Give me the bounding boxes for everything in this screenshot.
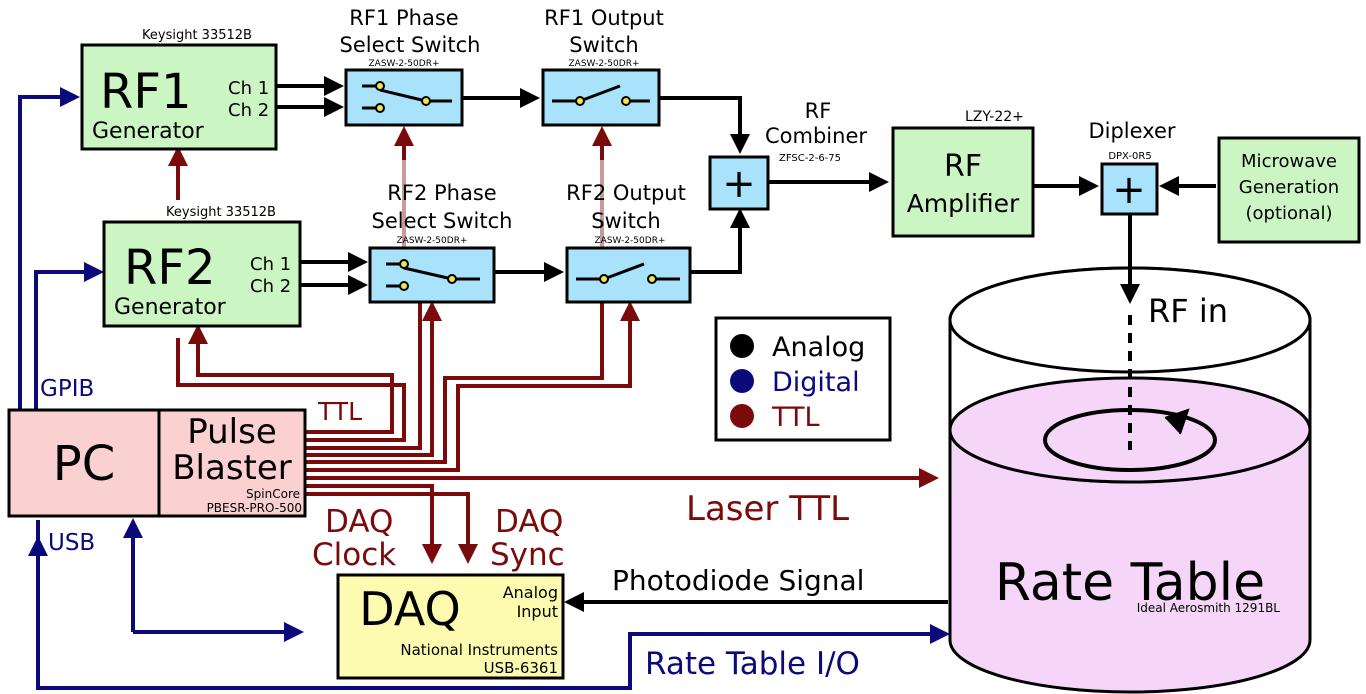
microwave-generation: Microwave Generation (optional) [1217,136,1361,244]
rf1-output-switch-part: ZASW-2-50DR+ [569,59,640,69]
rf1-output-switch-label-2: Switch [569,33,638,57]
rate-table-io-label: Rate Table I/O [645,646,860,682]
switch-icon [386,259,480,291]
gpib-label: GPIB [40,376,94,402]
daq-input-2: Input [517,602,558,621]
rf1-model: Keysight 33512B [142,28,252,43]
combiner-label-1: RF [805,99,832,123]
switch-icon [576,262,680,284]
digital-wires [18,87,950,690]
daq-clock-label-1: DAQ [325,504,393,540]
rf2-output-switch: RF2 Output Switch ZASW-2-50DR+ [565,181,692,304]
rf2-phase-switch: RF2 Phase Select Switch ZASW-2-50DR+ [368,181,513,304]
microwave-line-3: (optional) [1246,203,1333,224]
daq-clock-label-2: Clock [312,537,396,573]
diplexer-label: Diplexer [1088,119,1175,143]
microwave-line-2: Generation [1239,177,1339,198]
rf2-subtitle: Generator [114,295,227,320]
rate-table: Rate Table Ideal Aerosmith 1291BL RF in [948,266,1312,694]
legend-digital: Digital [772,367,860,398]
rf2-model: Keysight 33512B [166,205,276,220]
pulseblaster-model: PBESR-PRO-500 [207,501,302,515]
rf1-phase-switch-label-2: Select Switch [340,33,481,57]
pulseblaster: Pulse Blaster SpinCore PBESR-PRO-500 [157,408,307,518]
daq-sync-label-1: DAQ [495,504,563,540]
rf1-phase-switch-label-1: RF1 Phase [349,6,458,30]
daq-maker: National Instruments [400,641,558,659]
daq-sync-label-2: Sync [490,537,565,573]
rf-amplifier: LZY-22+ RF Amplifier [891,109,1035,238]
rf1-output-switch-label-1: RF1 Output [544,6,664,30]
amplifier-line-2: Amplifier [907,189,1020,218]
analog-wires [276,76,1216,612]
rf2-ch1: Ch 1 [250,254,291,275]
diplexer: Diplexer DPX-0R5 + [1088,119,1176,216]
rf1-phase-switch-part: ZASW-2-50DR+ [369,59,440,69]
analog-legend-swatch [730,334,754,358]
rate-table-model: Ideal Aerosmith 1291BL [1137,601,1281,615]
rf2-generator: RF2 Generator Ch 1 Ch 2 Keysight 33512B [102,205,302,328]
amplifier-part: LZY-22+ [965,109,1024,125]
pulseblaster-line-1: Pulse [187,412,277,452]
rf-combiner: RF Combiner ZFSC-2-6-75 + [708,99,867,211]
daq: DAQ Analog Input National Instruments US… [336,573,565,680]
daq-label: DAQ [359,582,460,636]
combiner-label-2: Combiner [765,124,867,148]
rf1-subtitle: Generator [92,119,205,144]
diplexer-part: DPX-0R5 [1108,151,1151,162]
rf2-output-switch-part: ZASW-2-50DR+ [595,236,666,246]
legend-ttl: TTL [771,402,820,433]
rf2-phase-switch-label-1: RF2 Phase [387,181,496,205]
ttl-wires [168,126,939,564]
usb-label: USB [48,530,95,556]
pc: PC [7,408,161,518]
pulseblaster-line-2: Blaster [172,448,292,488]
plus-icon: + [722,161,756,207]
switch-icon [362,81,452,113]
rf1-output-switch: RF1 Output Switch ZASW-2-50DR+ [541,6,664,127]
rf2-title: RF2 [124,240,216,296]
rf1-generator: RF1 Generator Ch 1 Ch 2 Keysight 33512B [80,28,278,151]
rf2-ch2: Ch 2 [250,276,291,297]
laser-ttl-label: Laser TTL [686,489,849,529]
rf1-title: RF1 [100,64,192,120]
rf1-ch2: Ch 2 [228,100,269,121]
rf2-output-switch-label-2: Switch [591,209,660,233]
legend: Analog Digital TTL [714,316,892,442]
rf1-ch1: Ch 1 [228,78,269,99]
rate-table-label: Rate Table [995,553,1265,613]
combiner-part: ZFSC-2-6-75 [779,153,841,164]
amplifier-line-1: RF [944,149,982,184]
rf2-phase-switch-part: ZASW-2-50DR+ [397,236,468,246]
photodiode-label: Photodiode Signal [612,564,864,597]
rf1-phase-switch: RF1 Phase Select Switch ZASW-2-50DR+ [340,6,481,127]
legend-analog: Analog [772,332,865,363]
rf-in-label: RF in [1148,292,1228,330]
rf2-output-switch-label-1: RF2 Output [566,181,686,205]
ttl-label: TTL [317,397,362,426]
switch-icon [552,84,650,106]
daq-model: USB-6361 [484,659,558,677]
pulseblaster-maker: SpinCore [246,487,300,501]
ttl-legend-swatch [730,404,754,428]
microwave-line-1: Microwave [1241,151,1337,172]
plus-icon: + [1112,167,1146,213]
daq-input-1: Analog [503,583,558,602]
digital-legend-swatch [730,369,754,393]
rf2-phase-switch-label-2: Select Switch [372,209,513,233]
pc-label: PC [53,436,115,492]
